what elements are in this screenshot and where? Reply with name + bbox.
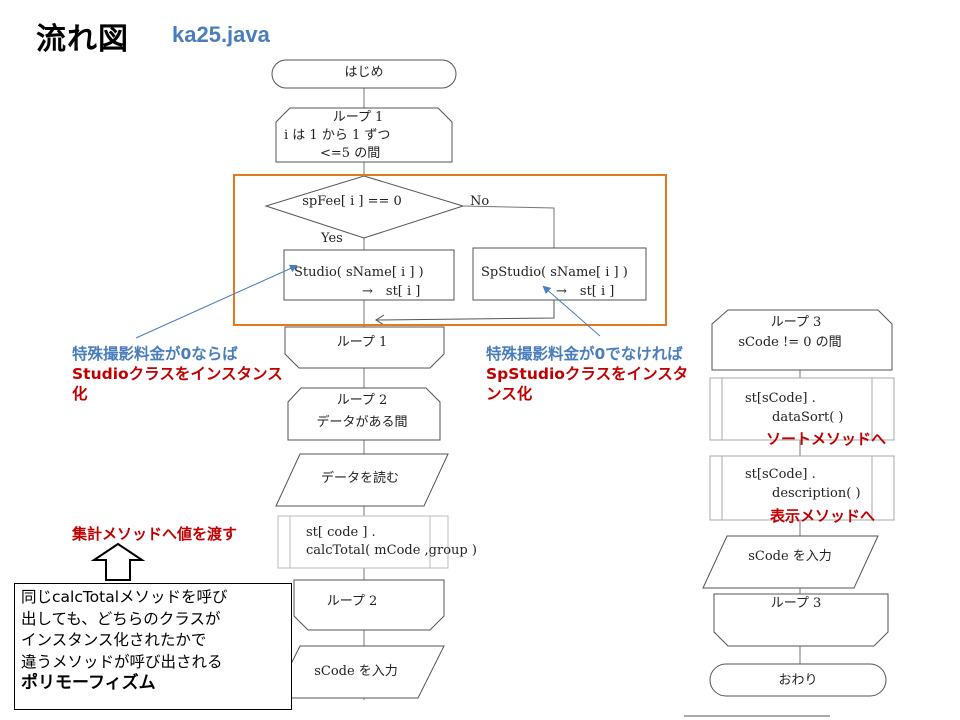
start-label: はじめ <box>344 65 383 80</box>
polymorphism-note: 同じcalcTotalメソッドを呼び 出しても、どちらのクラスが インスタンス化… <box>14 583 292 710</box>
aggregate-method-label: 集計メソッドへ値を渡す <box>72 525 238 543</box>
note-line-3: インスタンス化されたかで <box>21 631 207 649</box>
loop1-condition-1: i は 1 から 1 ずつ <box>284 128 390 143</box>
right-input-shape <box>702 535 879 589</box>
datasort-process <box>709 377 895 441</box>
right-input-label: sCode を入力 <box>748 549 832 564</box>
spstudio-annotation-action: SpStudioクラスをインスタンス化 <box>486 365 689 403</box>
loop1-condition-2: <=5 の間 <box>320 146 380 161</box>
spstudio-process <box>472 247 647 301</box>
file-name: ka25.java <box>172 22 270 47</box>
loop2-start-shape <box>287 387 441 441</box>
loop2-condition: データがある間 <box>316 414 407 430</box>
spstudio-annotation-condition: 特殊撮影料金が0でなければ <box>486 345 683 363</box>
read-data-shape <box>275 453 449 507</box>
loop3-title: ループ 3 <box>771 315 822 330</box>
calc-process <box>277 515 449 569</box>
page-title: 流れ図 <box>36 22 129 57</box>
no-label: No <box>470 194 489 209</box>
studio-line2: → st[ i ] <box>362 284 420 299</box>
loop1-end-shape <box>284 326 445 369</box>
description-line1: st[sCode] . <box>745 467 816 482</box>
end-label: おわり <box>778 673 817 688</box>
note-line-2: 出しても、どちらのクラスが <box>21 609 221 628</box>
loop1-end-label: ループ 1 <box>337 335 388 350</box>
sort-method-label: ソートメソッドへ <box>766 430 887 448</box>
loop3-end-shape <box>713 593 889 647</box>
studio-process <box>283 249 455 301</box>
loop1-start-shape <box>275 107 453 163</box>
yes-label: Yes <box>320 231 343 246</box>
loop2-end-label: ループ 2 <box>327 594 378 609</box>
decision-diamond <box>264 175 465 239</box>
datasort-line1: st[sCode] . <box>745 391 816 406</box>
highlight-box <box>233 174 667 326</box>
note-line-1: 同じcalcTotalメソッドを呼び <box>21 588 228 606</box>
display-method-label: 表示メソッドへ <box>770 507 876 525</box>
description-line2: description( ) <box>772 486 861 501</box>
spstudio-annotation: 特殊撮影料金が0でなければ SpStudioクラスをインスタンス化 <box>486 344 696 404</box>
loop2-title: ループ 2 <box>337 393 388 408</box>
calc-line1: st[ code ] . <box>306 525 376 540</box>
read-data-label: データを読む <box>321 470 399 486</box>
studio-annotation-condition: 特殊撮影料金が0ならば <box>72 345 238 363</box>
studio-annotation: 特殊撮影料金が0ならば Studioクラスをインスタンス化 <box>72 344 284 404</box>
description-process <box>709 455 895 521</box>
calc-line2: calcTotal( mCode ,group ) <box>306 543 477 558</box>
up-arrow-icon <box>90 542 146 581</box>
left-input-label: sCode を入力 <box>314 664 398 679</box>
loop3-condition: sCode != 0 の間 <box>738 335 841 350</box>
note-emphasis: ポリモーフィズム <box>21 673 156 693</box>
decision-label: spFee[ i ] == 0 <box>302 194 402 209</box>
studio-line1: Studio( sName[ i ] ) <box>294 265 424 280</box>
loop3-end-label: ループ 3 <box>771 596 822 611</box>
loop1-title: ループ 1 <box>333 110 384 125</box>
datasort-line2: dataSort( ) <box>772 410 844 425</box>
start-terminator <box>271 59 457 89</box>
loop3-start-shape <box>711 309 893 371</box>
spstudio-line2: → st[ i ] <box>556 284 614 299</box>
note-line-4: 違うメソッドが呼び出される <box>21 652 223 671</box>
studio-annotation-action: Studioクラスをインスタンス化 <box>72 365 283 403</box>
loop2-end-shape <box>293 579 445 631</box>
spstudio-line1: SpStudio( sName[ i ] ) <box>481 265 628 280</box>
end-terminator <box>709 663 887 697</box>
